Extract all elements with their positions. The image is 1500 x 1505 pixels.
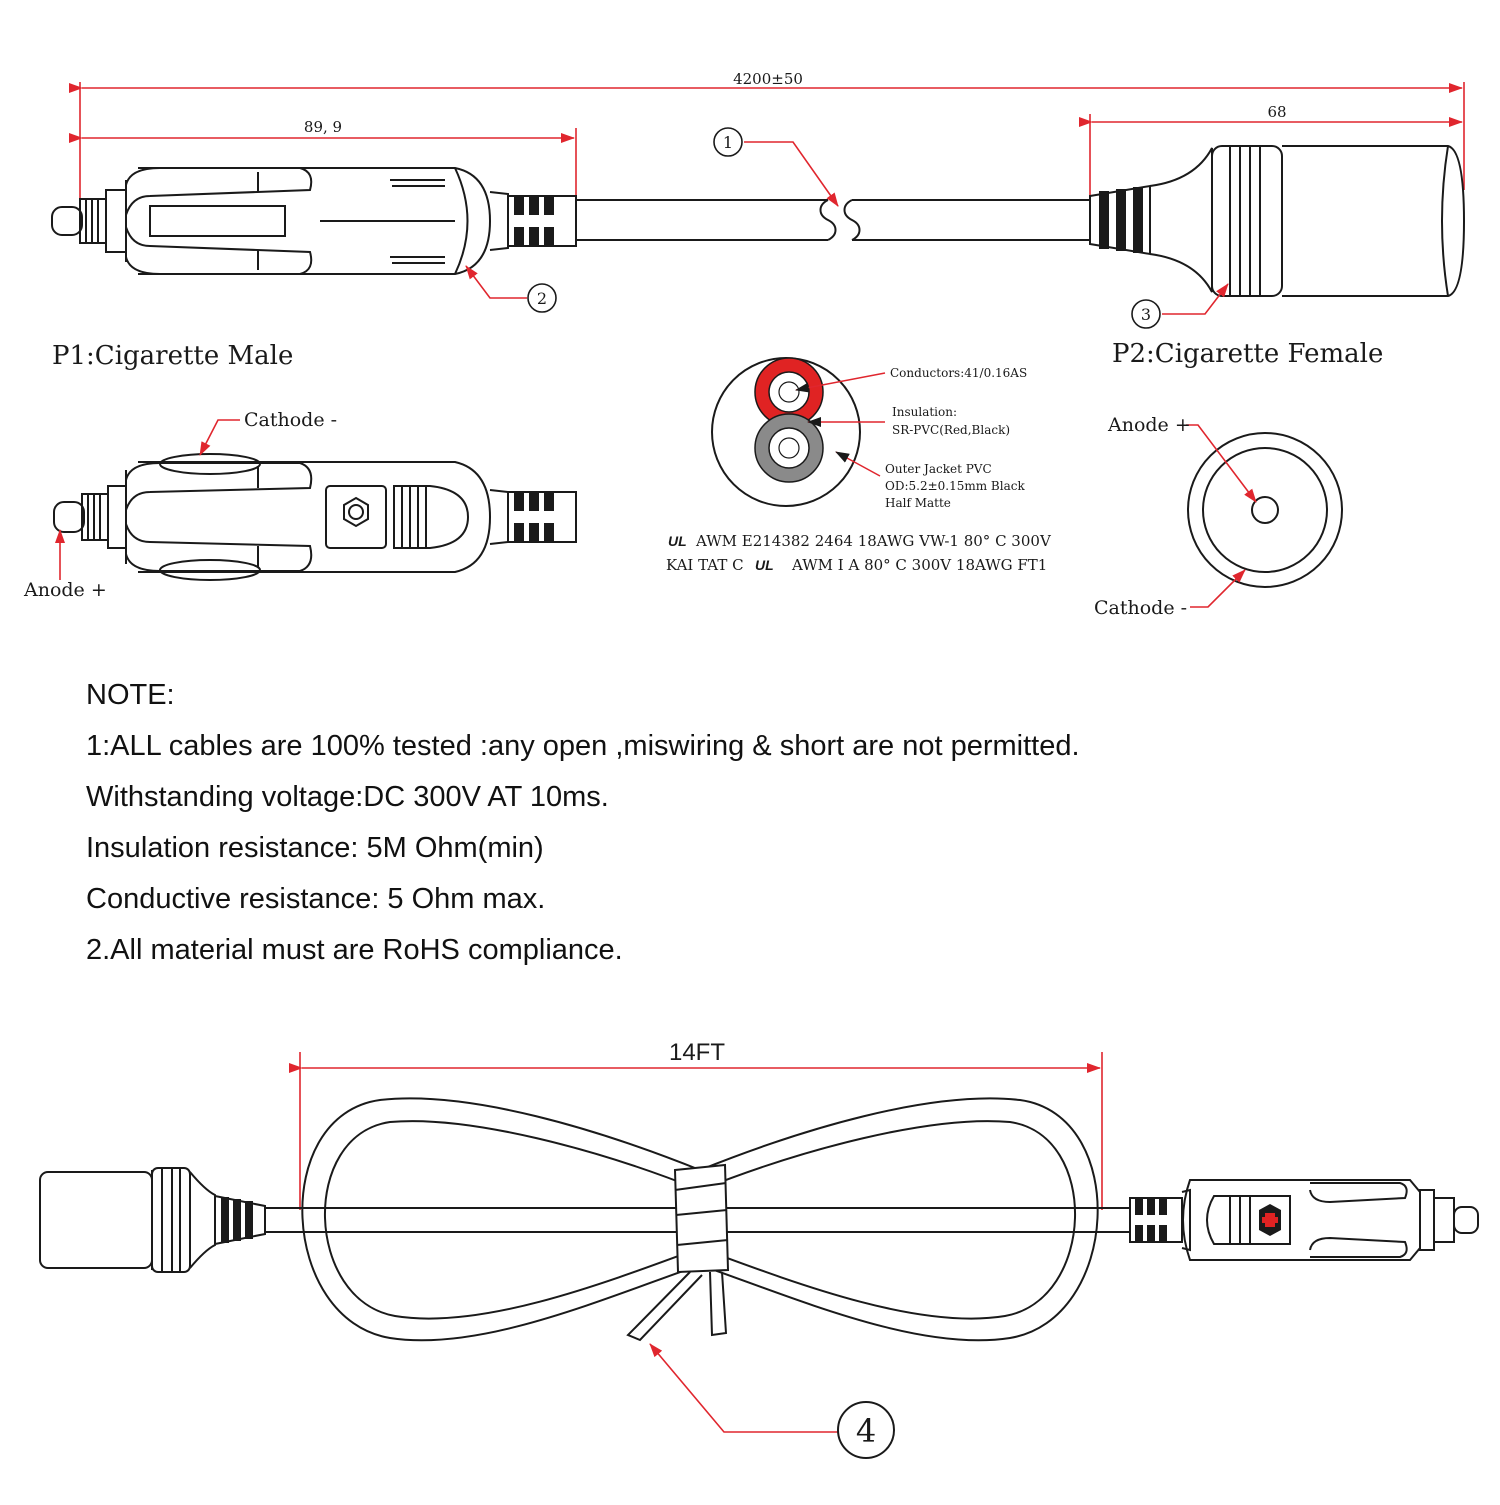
- dimension-male: [69, 128, 577, 200]
- female-socket-front: [1187, 432, 1343, 588]
- female-anode-label: Anode +: [1107, 414, 1191, 436]
- spec-jacket-title: Outer Jacket PVC: [885, 462, 992, 476]
- cable-marking-1: AWM E214382 2464 18AWG VW-1 80° C 300V: [695, 532, 1052, 550]
- spec-insulation-value: SR-PVC(Red,Black): [892, 423, 1010, 437]
- cross-section-pointers: [795, 372, 886, 477]
- cable-cross-section: [711, 357, 861, 507]
- male-cathode-pointer: [199, 419, 240, 456]
- p1-label: P1:Cigarette Male: [52, 341, 293, 371]
- callout-3-number: 3: [1141, 305, 1151, 324]
- callout-4-number: 4: [856, 1412, 876, 1450]
- spec-jacket-finish: Half Matte: [885, 496, 951, 510]
- dimension-male-label: 89, 9: [304, 118, 342, 136]
- callout-3: 3: [1131, 283, 1229, 329]
- ul-mark-2: UL: [755, 557, 774, 573]
- plus-icon: [1259, 1204, 1281, 1236]
- notes-block: NOTE: 1:ALL cables are 100% tested :any …: [86, 670, 1386, 976]
- note-insulation-resistance: Insulation resistance: 5M Ohm(min): [86, 832, 544, 864]
- coiled-cable: [265, 1097, 1130, 1342]
- spec-conductors: Conductors:41/0.16AS: [890, 366, 1027, 380]
- cable-marking-2-prefix: KAI TAT C: [666, 556, 744, 574]
- cable-marking-2: AWM I A 80° C 300V 18AWG FT1: [791, 556, 1047, 574]
- male-cathode-label: Cathode -: [244, 409, 337, 431]
- female-anode-pointer: [1186, 424, 1257, 503]
- note-rohs: 2.All material must are RoHS compliance.: [86, 934, 623, 966]
- callout-2-number: 2: [537, 289, 547, 308]
- callout-4: 4: [649, 1343, 895, 1459]
- note-testing: 1:ALL cables are 100% tested :any open ,…: [86, 730, 1080, 762]
- female-cathode-pointer: [1190, 569, 1246, 608]
- dimension-total-label: 4200±50: [733, 70, 803, 88]
- male-plug-bottom: [1129, 1179, 1479, 1261]
- dimension-coil-label: 14FT: [669, 1039, 725, 1066]
- male-plug-side: [53, 453, 577, 581]
- female-socket-top: [1089, 145, 1466, 297]
- male-anode-label: Anode +: [23, 579, 107, 601]
- top-cable: [576, 199, 1090, 241]
- note-heading: NOTE:: [86, 679, 175, 711]
- spec-insulation-title: Insulation:: [892, 405, 957, 419]
- callout-2: 2: [465, 265, 557, 313]
- female-socket-bottom: [39, 1167, 266, 1273]
- spec-jacket-od: OD:5.2±0.15mm Black: [885, 479, 1025, 493]
- callout-1-number: 1: [723, 133, 733, 152]
- dimension-female: [1079, 114, 1463, 200]
- male-plug-top: [51, 167, 577, 275]
- note-withstanding-voltage: Withstanding voltage:DC 300V AT 10ms.: [86, 781, 609, 813]
- dimension-female-label: 68: [1267, 103, 1286, 121]
- female-cathode-label: Cathode -: [1094, 597, 1187, 619]
- dimension-coil: [289, 1052, 1103, 1210]
- p2-label: P2:Cigarette Female: [1112, 339, 1383, 369]
- callout-1: 1: [713, 127, 839, 207]
- note-conductive-resistance: Conductive resistance: 5 Ohm max.: [86, 883, 546, 915]
- ul-mark-1: UL: [668, 533, 687, 549]
- dimension-total: [69, 82, 1465, 215]
